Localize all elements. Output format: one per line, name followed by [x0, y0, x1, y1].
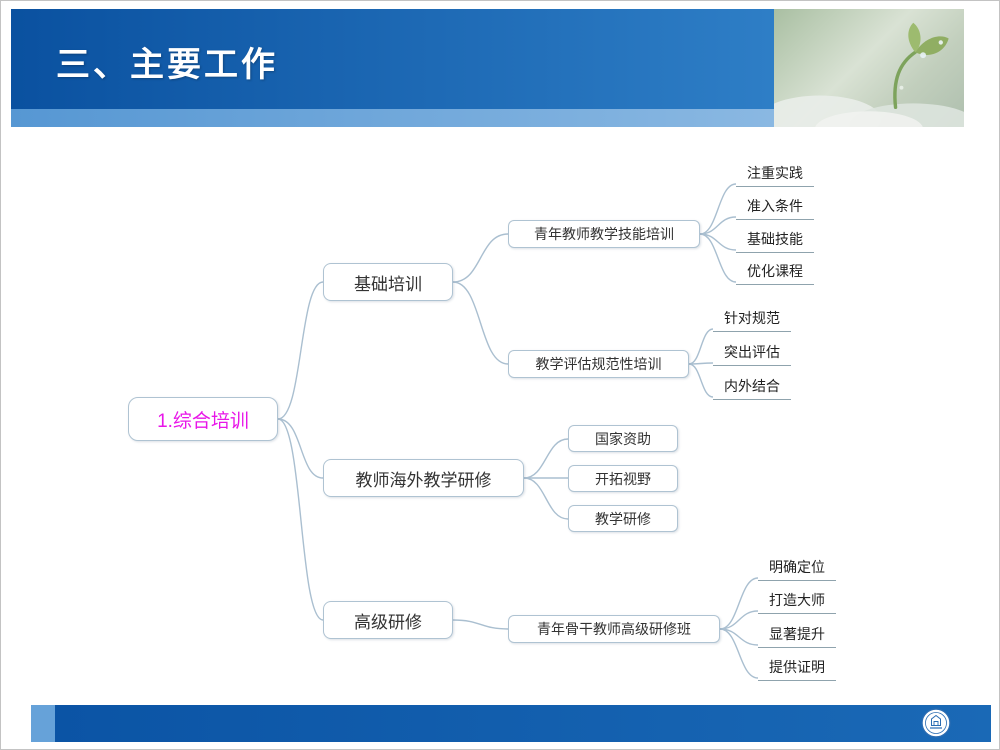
node-national-funding: 国家资助	[568, 425, 678, 452]
leaf-label: 明确定位	[758, 557, 836, 581]
leaf-label: 针对规范	[713, 308, 791, 332]
node-teaching-research: 教学研修	[568, 505, 678, 532]
footer-bar	[31, 705, 991, 742]
university-emblem-icon	[921, 708, 951, 738]
university-logo-icon	[921, 708, 951, 738]
leaf-label: 内外结合	[713, 376, 791, 400]
leaf-label: 优化课程	[736, 261, 814, 285]
header-banner: 三、主要工作	[11, 9, 774, 127]
node-broaden-horizons: 开拓视野	[568, 465, 678, 492]
leaf-label: 注重实践	[736, 163, 814, 187]
sprout-photo	[774, 9, 964, 127]
node-advanced-program: 高级研修	[323, 601, 453, 639]
leaf-label: 提供证明	[758, 657, 836, 681]
node-basic-training: 基础培训	[323, 263, 453, 301]
leaf-label: 准入条件	[736, 196, 814, 220]
node-young-teacher-skills-training: 青年教师教学技能培训	[508, 220, 700, 248]
leaf-label: 突出评估	[713, 342, 791, 366]
page-title: 三、主要工作	[56, 45, 278, 84]
sprout-icon	[774, 22, 964, 127]
leaf-label: 显著提升	[758, 624, 836, 648]
node-senior-seminar-class: 青年骨干教师高级研修班	[508, 615, 720, 643]
leaf-label: 基础技能	[736, 229, 814, 253]
node-teaching-evaluation-training: 教学评估规范性培训	[508, 350, 689, 378]
root-node-comprehensive-training: 1.综合培训	[128, 397, 278, 441]
leaf-label: 打造大师	[758, 590, 836, 614]
node-overseas-teaching-program: 教师海外教学研修	[323, 459, 524, 497]
